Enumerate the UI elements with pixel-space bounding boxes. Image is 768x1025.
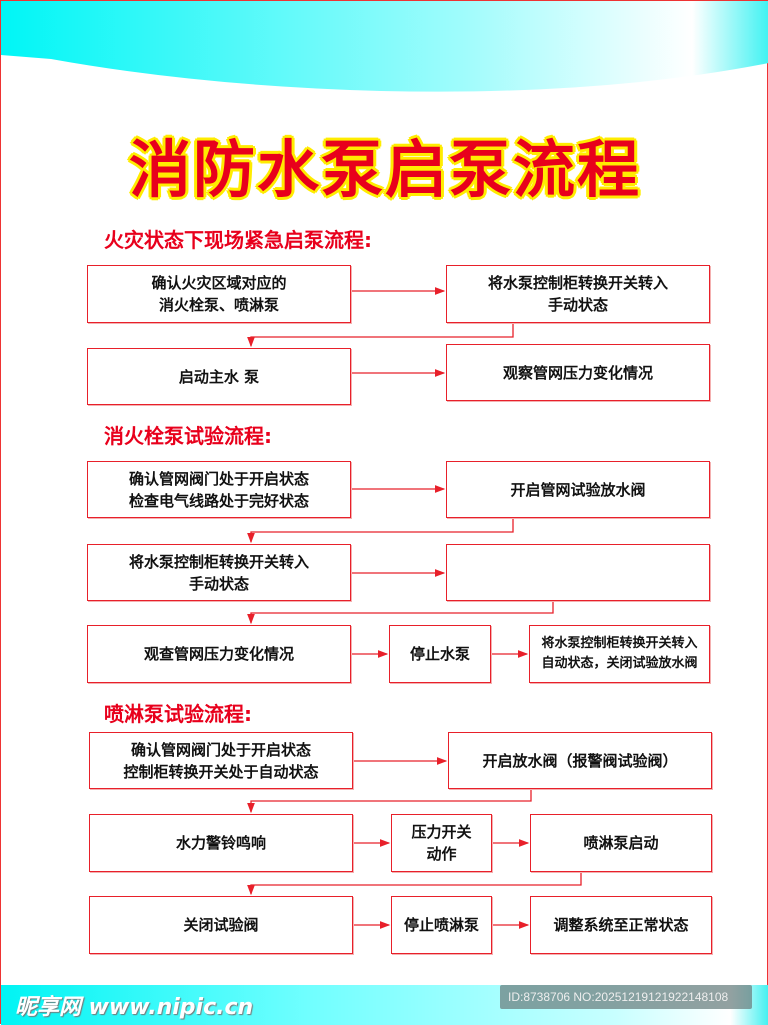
- step-confirm-fire-area: 确认火灾区域对应的 消火栓泵、喷淋泵: [87, 265, 351, 323]
- top-banner: [1, 1, 768, 92]
- step-stop-sprinkler: 停止喷淋泵: [391, 896, 492, 954]
- step-confirm-valves: 确认管网阀门处于开启状态 检查电气线路处于完好状态: [87, 461, 351, 518]
- step-observe-pressure: 观察管网压力变化情况: [446, 344, 710, 401]
- step-switch-auto: 将水泵控制柜转换开关转入 自动状态，关闭试验放水阀: [529, 625, 710, 683]
- section-title-emergency: 火灾状态下现场紧急启泵流程:: [104, 228, 372, 252]
- step-alarm-bell: 水力警铃鸣响: [89, 814, 353, 872]
- step-open-drain-valve: 开启放水阀（报警阀试验阀）: [448, 732, 712, 789]
- step-confirm-valves-3: 确认管网阀门处于开启状态 控制柜转换开关处于自动状态: [89, 732, 353, 789]
- step-close-test-valve: 关闭试验阀: [89, 896, 353, 954]
- section-title-sprinkler-test: 喷淋泵试验流程:: [104, 702, 252, 726]
- step-stop-pump: 停止水泵: [389, 625, 491, 683]
- step-restore-normal: 调整系统至正常状态: [530, 896, 712, 954]
- page-title: 消防水泵启泵流程: [128, 133, 641, 206]
- step-open-test-valve: 开启管网试验放水阀: [446, 461, 710, 518]
- step-switch-manual: 将水泵控制柜转换开关转入 手动状态: [446, 265, 710, 323]
- section-title-hydrant-test: 消火栓泵试验流程:: [104, 424, 272, 448]
- step-observe-pressure-2: 观查管网压力变化情况: [87, 625, 351, 683]
- step-sprinkler-start: 喷淋泵启动: [530, 814, 712, 872]
- step-switch-manual-2: 将水泵控制柜转换开关转入 手动状态: [87, 544, 351, 601]
- step-empty: [446, 544, 710, 601]
- step-start-main-pump: 启动主水 泵: [87, 348, 351, 405]
- watermark-logo: 昵享网 www.nipic.cn: [15, 995, 254, 1020]
- step-pressure-switch: 压力开关 动作: [391, 814, 492, 872]
- image-id-label: ID:8738706 NO:20251219121922148108: [500, 985, 752, 1009]
